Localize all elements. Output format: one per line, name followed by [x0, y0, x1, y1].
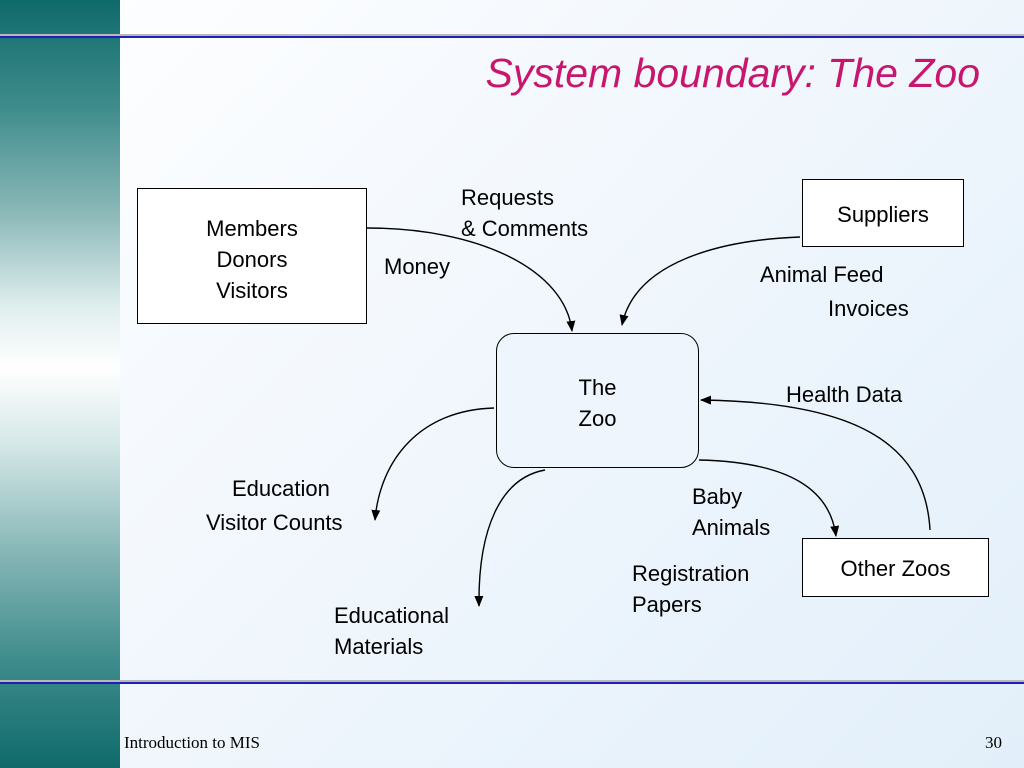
label-invoices: Invoices — [828, 296, 909, 321]
sidebar-gradient — [0, 0, 120, 768]
entity-zoo: The Zoo — [496, 333, 699, 468]
arrow-zoo-to-members — [371, 407, 495, 521]
label-requests-comments: Requests & Comments — [461, 185, 589, 241]
arrow-zoo-to-otherzoos — [698, 459, 840, 537]
footer-text: Introduction to MIS — [124, 733, 260, 752]
label-visitor-counts: Visitor Counts — [206, 510, 343, 535]
arrow-members-to-zoo — [366, 227, 576, 332]
arrow-zoo-to-materials — [474, 469, 546, 607]
entity-members: Members Donors Visitors — [137, 188, 367, 324]
label-baby-animals: Baby Animals — [692, 484, 771, 540]
arrow-suppliers-to-zoo — [619, 236, 801, 326]
label-money: Money — [384, 254, 451, 279]
bottom-rule — [0, 680, 1024, 684]
label-health-data: Health Data — [786, 382, 903, 407]
label-education: Education — [232, 476, 330, 501]
label-educational-materials: Educational Materials — [334, 603, 449, 659]
arrow-otherzoos-to-zoo — [700, 395, 931, 531]
page-number: 30 — [985, 733, 1002, 752]
entity-suppliers: Suppliers — [802, 179, 964, 247]
slide-title: System boundary: The Zoo — [485, 50, 980, 96]
label-registration-papers: Registration Papers — [632, 561, 750, 617]
label-animal-feed: Animal Feed — [760, 262, 884, 287]
entity-other-zoos: Other Zoos — [802, 538, 989, 597]
top-rule — [0, 34, 1024, 38]
